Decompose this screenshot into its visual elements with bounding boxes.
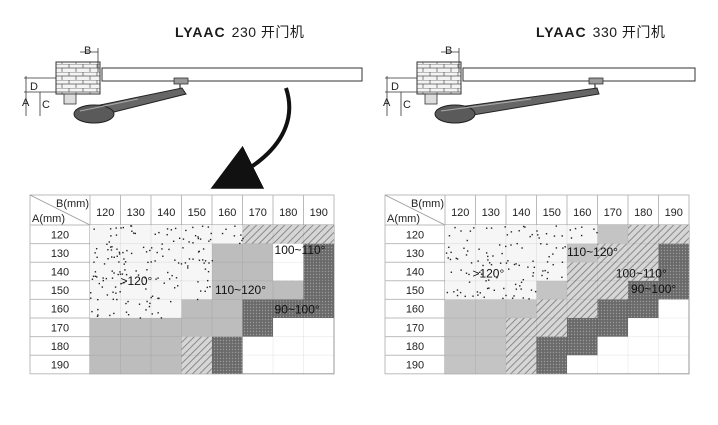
pointer-arrow	[210, 87, 292, 189]
dimension-d-label: D	[30, 81, 38, 93]
panel-2-number: 330	[592, 24, 618, 40]
panel-1-suffix: 开门机	[260, 24, 305, 40]
row-label: 130	[51, 248, 69, 260]
zone-over-120	[445, 225, 598, 300]
column-label: 120	[451, 207, 469, 219]
row-label: 180	[51, 341, 69, 353]
opener-motor	[434, 104, 476, 124]
panel-1-title: LYAAC 230 开门机	[175, 22, 304, 42]
zone-label: 100~110°	[275, 243, 326, 257]
dimension-b-label: B	[445, 45, 452, 57]
dimension-d-label: D	[391, 81, 399, 93]
dimension-c-label: C	[42, 99, 50, 111]
column-label: 170	[604, 207, 622, 219]
row-label: 190	[51, 360, 69, 372]
axis-b-label: B(mm)	[56, 198, 89, 210]
brick-pillar	[416, 61, 462, 95]
row-label: 160	[406, 304, 424, 316]
panel-1-angle-table: B(mm) A(mm) 120 130 140 150 160 170 180 190 120 130…	[29, 194, 335, 375]
column-label: 150	[188, 207, 206, 219]
zone-label: >120°	[121, 274, 153, 288]
axis-a-label: A(mm)	[32, 213, 65, 225]
row-label: 140	[51, 267, 69, 279]
column-label: 190	[665, 207, 683, 219]
row-label: 170	[51, 322, 69, 334]
gate-rail	[101, 67, 363, 82]
column-label: 160	[218, 207, 236, 219]
speckle-texture	[90, 225, 244, 319]
column-label: 150	[543, 207, 561, 219]
dimension-a-label: A	[22, 97, 30, 109]
panel-2-suffix: 开门机	[621, 24, 666, 40]
column-label: 180	[634, 207, 652, 219]
panel-2-model: LYAAC	[536, 24, 587, 40]
row-label: 130	[406, 248, 424, 260]
row-label: 140	[406, 267, 424, 279]
dimension-b-label: B	[84, 45, 91, 57]
row-label: 150	[51, 285, 69, 297]
panel-1-model: LYAAC	[175, 24, 226, 40]
panel-1-opener-illustration: B D A C	[22, 45, 363, 124]
dimension-a-label: A	[383, 97, 391, 109]
zone-over-120	[90, 225, 243, 318]
zone-90-100	[212, 243, 334, 374]
row-label: 170	[406, 322, 424, 334]
column-label: 120	[96, 207, 114, 219]
axis-b-label: B(mm)	[411, 198, 444, 210]
column-label: 140	[157, 207, 175, 219]
panel-2-opener-illustration: B D A C	[383, 45, 696, 124]
row-label: 120	[406, 229, 424, 241]
zone-110-120	[90, 243, 304, 374]
row-label: 160	[51, 304, 69, 316]
zone-label: 90~100°	[275, 303, 320, 317]
column-label: 140	[512, 207, 530, 219]
column-label: 130	[127, 207, 145, 219]
zone-label: >120°	[472, 266, 504, 280]
zone-label: 110~120°	[567, 245, 618, 259]
row-label: 180	[406, 341, 424, 353]
zone-100-110	[506, 225, 689, 374]
column-label: 190	[310, 207, 328, 219]
dimension-c-label: C	[403, 99, 411, 111]
zone-90-100	[536, 243, 689, 374]
column-label: 170	[249, 207, 267, 219]
zone-label: 100~110°	[616, 266, 667, 280]
column-label: 130	[482, 207, 500, 219]
column-label: 160	[573, 207, 591, 219]
gate-rail	[462, 67, 696, 82]
panel-1-number: 230	[231, 24, 257, 40]
row-label: 150	[406, 285, 424, 297]
zone-label: 90~100°	[631, 282, 676, 296]
brick-pillar	[55, 61, 101, 95]
row-label: 120	[51, 229, 69, 241]
zone-label: 110~120°	[215, 283, 266, 297]
panel-2-angle-table: B(mm) A(mm) 120 130 140 150 160 170 180 190 120 130…	[384, 194, 690, 375]
column-label: 180	[279, 207, 297, 219]
row-label: 190	[406, 360, 424, 372]
speckle-texture	[445, 225, 598, 300]
axis-a-label: A(mm)	[387, 213, 420, 225]
opener-motor	[73, 104, 115, 124]
panel-2-title: LYAAC 330 开门机	[536, 22, 665, 42]
